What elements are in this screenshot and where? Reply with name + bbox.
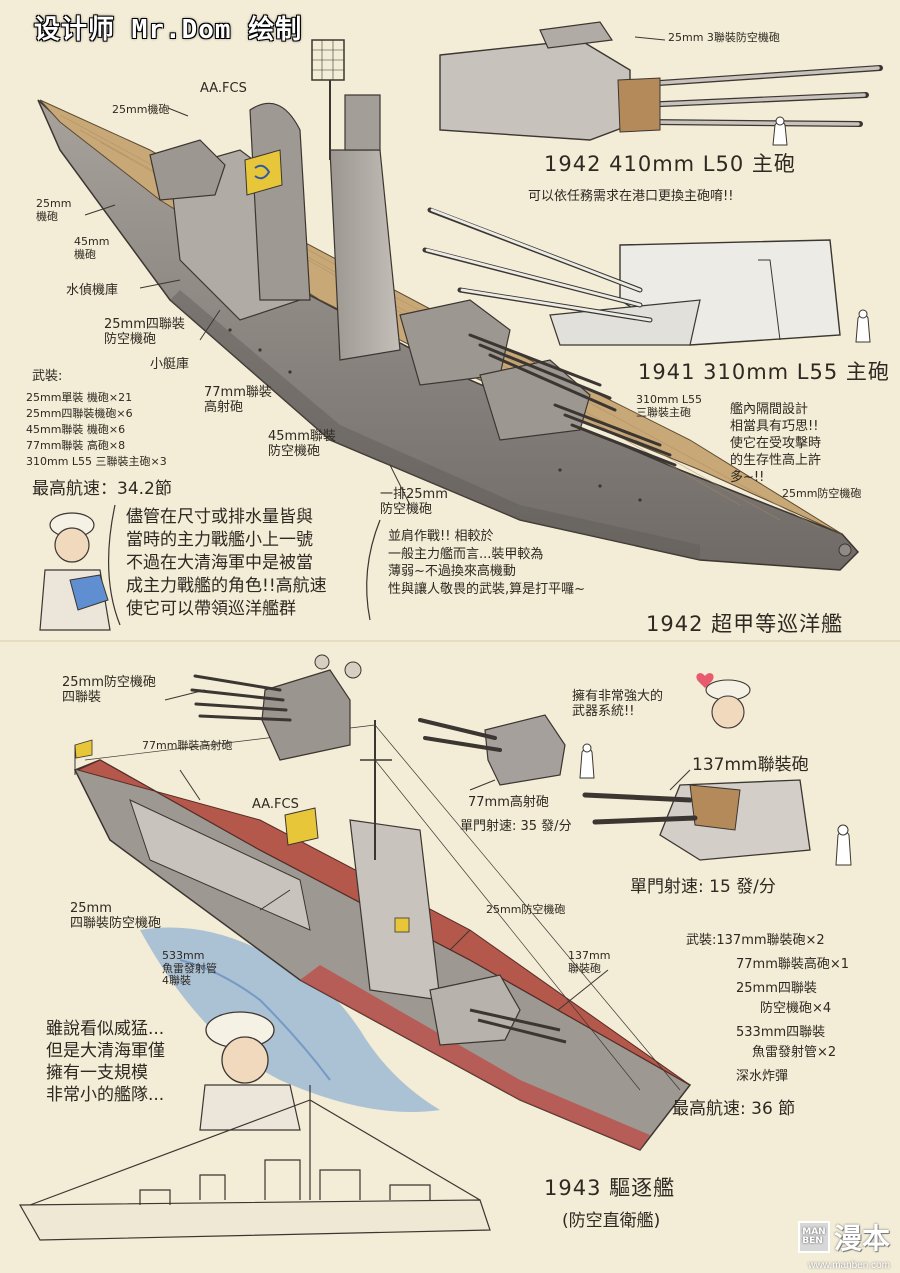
gun-137mm-drawing [582, 779, 852, 866]
cruiser-label-boat-hangar: 小艇庫 [150, 357, 190, 372]
cruiser-label-25mm-side: 25mm 機砲 [36, 197, 72, 223]
cruiser-armament-item: 25mm單裝 機砲×21 [26, 391, 133, 404]
site-watermark: MAN BEN 漫本 [797, 1217, 890, 1257]
destroyer-character-speech: 雖說看似威猛... 但是大清海軍僅 擁有一支規模 非常小的艦隊... [46, 1019, 165, 1106]
destroyer-profile-drawing [18, 1085, 491, 1241]
destroyer-label-137mm-twin: 137mm 聯裝砲 [568, 949, 611, 975]
cruiser-title: 1942 超甲等巡洋艦 [646, 612, 844, 636]
cruiser-label-77mm: 77mm聯裝 高射砲 [204, 385, 272, 415]
officer-character-1 [39, 512, 111, 631]
turret-1942-note: 可以依任務需求在港口更換主砲唷!! [528, 189, 734, 204]
gun-137mm-title: 137mm聯裝砲 [692, 755, 809, 775]
cruiser-armament-item: 310mm L55 三聯裝主砲×3 [26, 455, 167, 468]
cruiser-armament-item: 25mm四聯裝機砲×6 [26, 407, 133, 420]
compartment-note: 艦內隔間設計 相當具有巧思!! 使它在受攻擊時 的生存性高上許 多~!! [730, 402, 822, 485]
destroyer-label-aa-fcs: AA.FCS [252, 797, 299, 812]
officer-character-3 [199, 1011, 301, 1131]
cruiser-max-speed: 最高航速：34.2節 [32, 479, 172, 499]
turret-310mm-drawing [422, 207, 871, 346]
strong-weapons-note: 擁有非常強大的 武器系統!! [572, 689, 664, 719]
turret-1942-aa-label: 25mm 3聯裝防空機砲 [668, 31, 780, 44]
destroyer-drawing [73, 720, 692, 1151]
watermark-name: 漫本 [833, 1222, 890, 1255]
destroyer-label-25mm-aa: 25mm防空機砲 [486, 903, 566, 916]
cruiser-label-25mm-quad: 25mm四聯裝 防空機砲 [104, 317, 185, 347]
cruiser-label-310mm-turret: 310mm L55 三聯裝主砲 [636, 393, 703, 419]
cruiser-label-25mm-row: 一排25mm 防空機砲 [380, 487, 448, 517]
watermark-url: www.manben.com [808, 1260, 890, 1271]
cruiser-armament-item: 45mm聯裝 機砲×6 [26, 423, 126, 436]
destroyer-armament-item: 深水炸彈 [736, 1069, 789, 1084]
destroyer-label-25mm-quad-side: 25mm 四聯裝防空機砲 [70, 901, 162, 931]
destroyer-armament-item: 533mm四聯裝 [736, 1025, 826, 1040]
destroyer-max-speed: 最高航速: 36 節 [672, 1099, 796, 1119]
cruiser-feature-note: 並肩作戰!! 相較於 一般主力艦而言...裝甲較為 薄弱~不過換來高機動 性與讓… [388, 529, 586, 597]
cruiser-label-25mm-bow: 25mm防空機砲 [782, 487, 862, 500]
destroyer-subtitle: (防空直衛艦) [562, 1211, 661, 1231]
destroyer-armament-item: 25mm四聯裝 [736, 981, 817, 996]
cruiser-label-seaplane-hangar: 水偵機庫 [66, 283, 119, 298]
gun-77mm-drawing [418, 714, 595, 786]
cruiser-armament-title: 武裝: [32, 369, 63, 384]
designer-credit: 设计师 Mr.Dom 绘制 [34, 15, 303, 45]
cruiser-label-45mm-twin: 45mm聯裝 防空機砲 [268, 429, 336, 459]
destroyer-armament-item: 防空機砲×4 [760, 1001, 832, 1016]
turret-1942-title: 1942 410mm L50 主砲 [544, 152, 796, 176]
gun-77mm-rate: 單門射速: 35 發/分 [460, 819, 572, 834]
cruiser-armament-item: 77mm聯裝 高砲×8 [26, 439, 126, 452]
turret-1941-title: 1941 310mm L55 主砲 [638, 360, 890, 384]
cruiser-label-45mm: 45mm 機砲 [74, 235, 110, 261]
destroyer-armament-item: 77mm聯裝高砲×1 [736, 957, 850, 972]
destroyer-label-77mm-twin: 77mm聯裝高射砲 [142, 739, 233, 752]
gun-25mm-quad-drawing [190, 654, 362, 761]
destroyer-title: 1943 驅逐艦 [544, 1176, 676, 1200]
destroyer-armament-item: 武裝:137mm聯裝砲×2 [686, 933, 825, 948]
turret-410mm-drawing [439, 21, 883, 146]
destroyer-armament-item: 魚雷發射管×2 [752, 1045, 837, 1060]
cruiser-label-25mm-gun: 25mm機砲 [112, 103, 170, 116]
cruiser-label-aa-fcs: AA.FCS [200, 81, 247, 96]
gun-137mm-rate: 單門射速: 15 發/分 [630, 877, 776, 897]
gun-77mm-title: 77mm高射砲 [468, 795, 549, 810]
destroyer-label-25mm-quad-top: 25mm防空機砲 四聯裝 [62, 675, 156, 705]
watermark-badge: MAN BEN [797, 1221, 830, 1253]
section-divider [0, 640, 900, 642]
cruiser-drawing [37, 39, 860, 571]
destroyer-label-torpedo: 533mm 魚雷發射管 4聯裝 [162, 949, 217, 988]
officer-character-2 [705, 679, 751, 729]
cruiser-character-speech: 儘管在尺寸或排水量皆與 當時的主力戰艦小上一號 不過在大清海軍中是被當 成主力戰… [126, 507, 327, 619]
